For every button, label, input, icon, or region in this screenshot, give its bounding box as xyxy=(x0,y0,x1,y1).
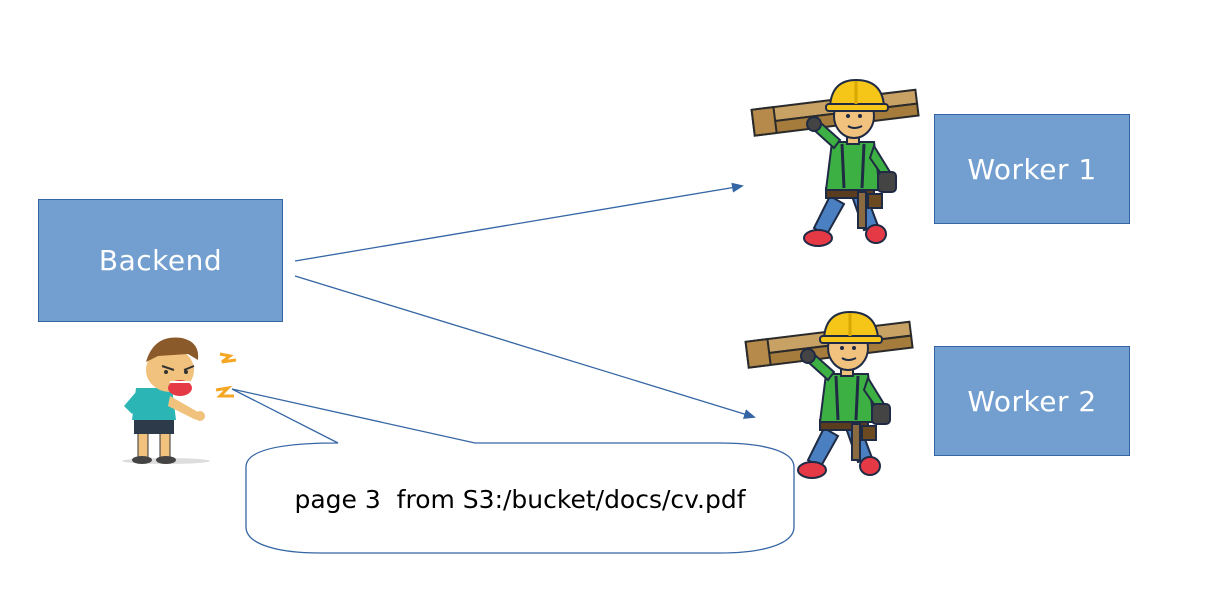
backend-node: Backend xyxy=(38,199,283,322)
angry-boy-icon xyxy=(122,337,237,464)
worker2-label: Worker 2 xyxy=(967,384,1097,418)
worker1-node: Worker 1 xyxy=(934,114,1130,224)
worker2-node: Worker 2 xyxy=(934,346,1130,456)
speech-bubble xyxy=(231,388,795,554)
worker1-label: Worker 1 xyxy=(967,152,1097,186)
arrow-backend-to-worker2 xyxy=(294,275,756,419)
worker1-illustration-icon xyxy=(750,78,921,248)
arrow-backend-to-worker1 xyxy=(294,182,744,262)
speech-bubble-text: page 3 from S3:/bucket/docs/cv.pdf xyxy=(294,484,746,514)
backend-label: Backend xyxy=(98,244,223,277)
